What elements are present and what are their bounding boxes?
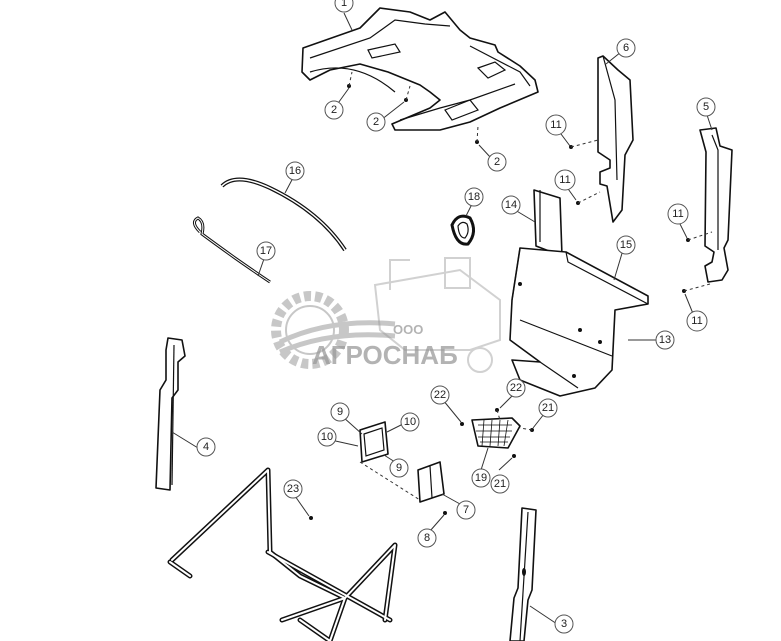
part-5-bracket bbox=[699, 127, 733, 283]
callout-11: 11 bbox=[554, 169, 576, 191]
callouts: 1 2 2 2 6 5 11 11 11 11 16 17 18 14 15 1… bbox=[196, 0, 716, 634]
svg-text:13: 13 bbox=[659, 334, 671, 346]
svg-text:11: 11 bbox=[559, 174, 570, 186]
watermark: ООО АГРОСНАБ bbox=[271, 257, 501, 373]
svg-text:5: 5 bbox=[703, 101, 709, 113]
combine-harvester-icon bbox=[373, 257, 501, 373]
assembly-lines bbox=[348, 71, 713, 501]
svg-text:3: 3 bbox=[561, 618, 567, 630]
part-13-15-panel bbox=[509, 247, 649, 397]
callout-9: 9 bbox=[389, 458, 409, 478]
part-7-plate bbox=[417, 461, 445, 503]
svg-text:10: 10 bbox=[404, 416, 416, 428]
part-4-bar bbox=[155, 337, 186, 491]
svg-text:2: 2 bbox=[494, 156, 500, 168]
callout-9: 9 bbox=[330, 402, 350, 422]
part-23-tube-frame bbox=[167, 467, 398, 641]
callout-16: 16 bbox=[285, 161, 305, 181]
svg-text:1: 1 bbox=[341, 0, 347, 9]
part-1-floor-panel bbox=[301, 7, 539, 131]
callout-15: 15 bbox=[616, 235, 636, 255]
part-19-mesh-filter bbox=[471, 417, 521, 449]
svg-text:11: 11 bbox=[691, 315, 702, 327]
svg-text:18: 18 bbox=[468, 191, 480, 203]
callout-21: 21 bbox=[490, 474, 510, 494]
callout-17: 17 bbox=[256, 241, 276, 261]
callout-10: 10 bbox=[400, 412, 420, 432]
callout-2: 2 bbox=[487, 152, 507, 172]
part-16-seal-strip bbox=[220, 177, 347, 252]
callout-13: 13 bbox=[655, 330, 675, 350]
svg-text:6: 6 bbox=[623, 42, 629, 54]
callout-10: 10 bbox=[317, 427, 337, 447]
callout-18: 18 bbox=[464, 187, 484, 207]
svg-text:2: 2 bbox=[331, 104, 337, 116]
callout-11: 11 bbox=[686, 310, 708, 332]
callout-2: 2 bbox=[324, 100, 344, 120]
callout-11: 11 bbox=[545, 114, 567, 136]
gear-logo-icon bbox=[271, 291, 396, 369]
svg-text:2: 2 bbox=[373, 116, 379, 128]
svg-text:21: 21 bbox=[494, 478, 506, 490]
svg-text:22: 22 bbox=[510, 382, 522, 394]
svg-text:11: 11 bbox=[672, 208, 683, 220]
part-6-bracket bbox=[597, 55, 634, 223]
svg-text:14: 14 bbox=[505, 199, 517, 211]
svg-text:8: 8 bbox=[424, 532, 430, 544]
callout-1: 1 bbox=[334, 0, 354, 13]
callout-7: 7 bbox=[456, 500, 476, 520]
callout-19: 19 bbox=[471, 468, 491, 488]
svg-text:22: 22 bbox=[434, 389, 446, 401]
svg-text:21: 21 bbox=[542, 402, 554, 414]
svg-text:7: 7 bbox=[463, 504, 469, 516]
watermark-name: АГРОСНАБ bbox=[312, 340, 458, 370]
leader-lines bbox=[171, 12, 713, 625]
svg-text:23: 23 bbox=[287, 483, 299, 495]
part-17-rod bbox=[193, 216, 271, 284]
callout-23: 23 bbox=[283, 479, 303, 499]
svg-text:9: 9 bbox=[337, 406, 343, 418]
svg-text:17: 17 bbox=[260, 245, 272, 257]
callout-22: 22 bbox=[506, 378, 526, 398]
callout-3: 3 bbox=[554, 614, 574, 634]
callout-11: 11 bbox=[667, 203, 689, 225]
svg-text:15: 15 bbox=[620, 239, 632, 251]
part-14-plate bbox=[533, 189, 563, 257]
callout-2: 2 bbox=[366, 112, 386, 132]
callout-8: 8 bbox=[417, 528, 437, 548]
callout-14: 14 bbox=[501, 195, 521, 215]
part-3-bar bbox=[509, 507, 537, 641]
callout-4: 4 bbox=[196, 437, 216, 457]
callout-21: 21 bbox=[538, 398, 558, 418]
svg-text:19: 19 bbox=[475, 472, 487, 484]
svg-text:4: 4 bbox=[203, 441, 209, 453]
callout-5: 5 bbox=[696, 97, 716, 117]
watermark-prefix: ООО bbox=[393, 322, 423, 337]
callout-6: 6 bbox=[616, 38, 636, 58]
part-18-grommet bbox=[450, 214, 475, 246]
svg-text:10: 10 bbox=[321, 431, 333, 443]
svg-text:11: 11 bbox=[550, 119, 561, 131]
part-9-10-cover bbox=[359, 421, 389, 463]
svg-text:16: 16 bbox=[289, 165, 301, 177]
callout-22: 22 bbox=[430, 385, 450, 405]
svg-text:9: 9 bbox=[396, 462, 402, 474]
